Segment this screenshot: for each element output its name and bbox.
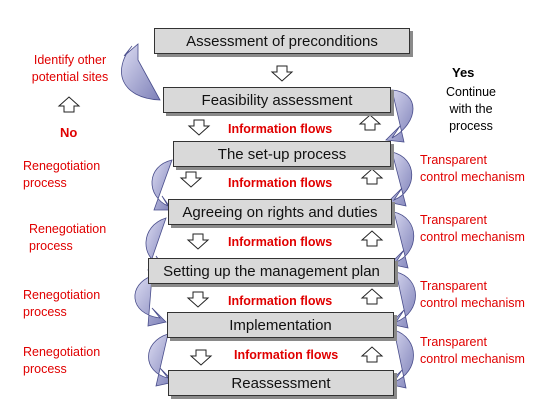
down-arrow-6 (189, 349, 213, 366)
down-arrow-2 (187, 119, 211, 136)
step-box-2: Feasibility assessment (163, 87, 391, 113)
step-box-5: Setting up the management plan (148, 258, 395, 284)
up-arrow-3 (360, 168, 384, 185)
curved-arrow-left-1 (151, 159, 173, 211)
step-box-4: Agreeing on rights and duties (168, 199, 392, 225)
curved-arrow-right-4 (389, 271, 416, 329)
down-arrow-3 (179, 171, 203, 188)
transparent-label-2: Transparent control mechanism (420, 213, 525, 244)
up-arrow-4 (360, 230, 384, 247)
information-flows-label-3: Information flows (228, 235, 333, 249)
transparent-label-3: Transparent control mechanism (420, 279, 525, 310)
transparent-label-1: Transparent control mechanism (420, 153, 525, 184)
down-arrow-5 (186, 291, 210, 308)
information-flows-label-5: Information flows (234, 348, 339, 362)
up-arrow-no (57, 96, 81, 113)
information-flows-label-1: Information flows (228, 122, 333, 136)
yes-label: Yes (452, 65, 475, 80)
identify-sites-label: Identify other potential sites (31, 53, 109, 84)
renegotiation-label-3: Renegotiation process (23, 288, 101, 319)
renegotiation-label-2: Renegotiation process (29, 222, 107, 253)
curved-arrow-left-4 (148, 333, 175, 387)
continue-label: Continue with the process (445, 85, 497, 133)
curved-arrow-left-3 (134, 275, 167, 327)
down-arrow-4 (186, 233, 210, 250)
step-box-7: Reassessment (168, 370, 394, 396)
curved-arrow-right-2 (387, 151, 413, 207)
renegotiation-label-4: Renegotiation process (23, 345, 101, 376)
curved-arrow-right-3 (389, 211, 415, 269)
curved-arrow-right-5 (387, 329, 414, 389)
information-flows-label-2: Information flows (228, 176, 333, 190)
step-box-1: Assessment of preconditions (154, 28, 410, 54)
no-label: No (60, 125, 78, 140)
up-arrow-2 (358, 114, 382, 131)
step-box-6: Implementation (167, 312, 394, 338)
curved-arrow-identify (121, 43, 161, 101)
renegotiation-label-1: Renegotiation process (23, 159, 101, 190)
information-flows-label-4: Information flows (228, 294, 333, 308)
curved-arrow-right-1 (385, 89, 414, 143)
up-arrow-5 (360, 288, 384, 305)
step-box-3: The set-up process (173, 141, 391, 167)
transparent-label-4: Transparent control mechanism (420, 335, 525, 366)
up-arrow-6 (360, 346, 384, 363)
down-arrow-1 (270, 65, 294, 82)
